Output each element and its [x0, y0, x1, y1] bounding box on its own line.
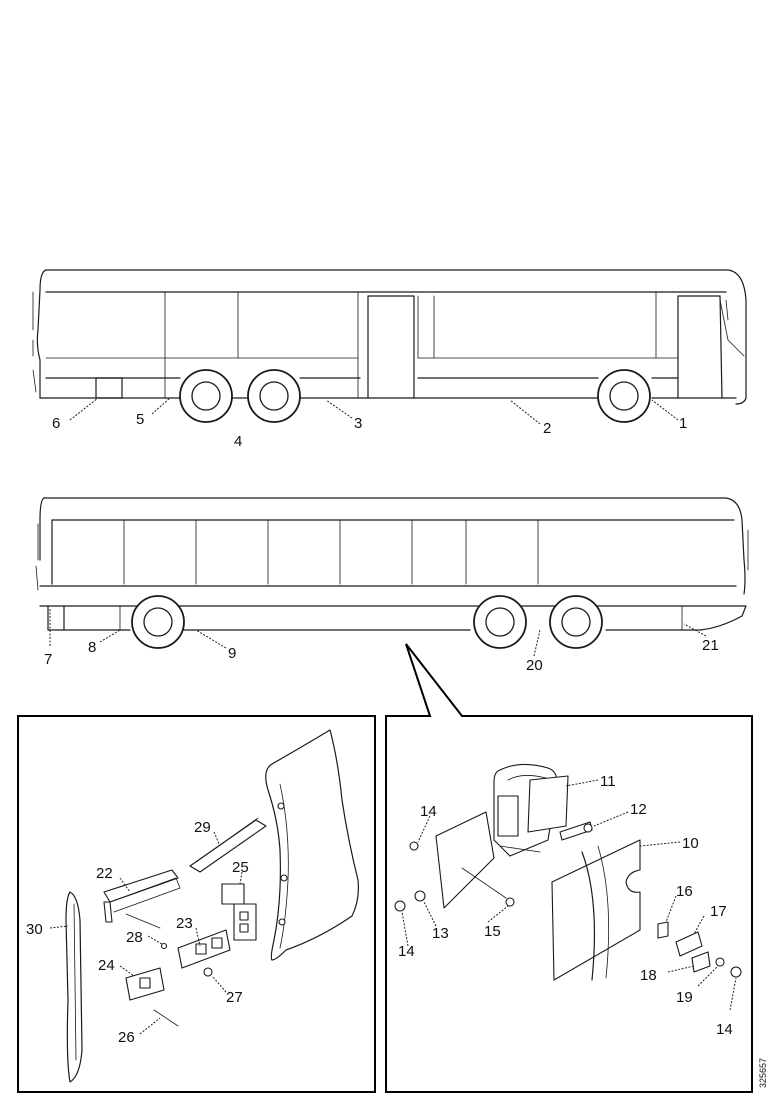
- bus-side-view-bottom: 7 8 9 20 21: [35, 497, 749, 674]
- callout-6: 6: [52, 415, 60, 432]
- callout-7: 7: [44, 651, 52, 668]
- callout-17: 17: [710, 903, 727, 920]
- callout-9: 9: [228, 645, 236, 662]
- callout-16: 16: [676, 883, 693, 900]
- callout-22: 22: [96, 865, 113, 882]
- detail-panel-left: 22 29 25 23 28 24 27 26 30: [17, 715, 376, 1093]
- callout-20: 20: [526, 657, 543, 674]
- callout-2: 2: [543, 420, 551, 437]
- callout-23: 23: [176, 915, 193, 932]
- callout-15: 15: [484, 923, 501, 940]
- callout-24: 24: [98, 957, 115, 974]
- callout-18: 18: [640, 967, 657, 984]
- callout-14-right: 14: [716, 1021, 733, 1038]
- callout-21: 21: [702, 637, 719, 654]
- callout-13: 13: [432, 925, 449, 942]
- callout-29: 29: [194, 819, 211, 836]
- callout-11: 11: [600, 773, 616, 790]
- callout-1: 1: [679, 415, 687, 432]
- callout-8: 8: [88, 639, 96, 656]
- callout-5: 5: [136, 411, 144, 428]
- callout-19: 19: [676, 989, 693, 1006]
- callout-14-left: 14: [398, 943, 415, 960]
- callout-10: 10: [682, 835, 699, 852]
- callout-14-upper: 14: [420, 803, 437, 820]
- callout-3: 3: [354, 415, 362, 432]
- callout-26: 26: [118, 1029, 135, 1046]
- callout-30: 30: [26, 921, 43, 938]
- callout-12: 12: [630, 801, 647, 818]
- detail-panel-right: 14 11 12 10 13 15 14 16 17 18 19 14: [385, 643, 753, 1093]
- callout-25: 25: [232, 859, 249, 876]
- callout-4: 4: [234, 433, 242, 450]
- callout-28: 28: [126, 929, 143, 946]
- callout-27: 27: [226, 989, 243, 1006]
- bus-side-view-top: 6 5 4 3 2 1: [32, 269, 747, 450]
- document-number: 325657: [758, 1058, 768, 1088]
